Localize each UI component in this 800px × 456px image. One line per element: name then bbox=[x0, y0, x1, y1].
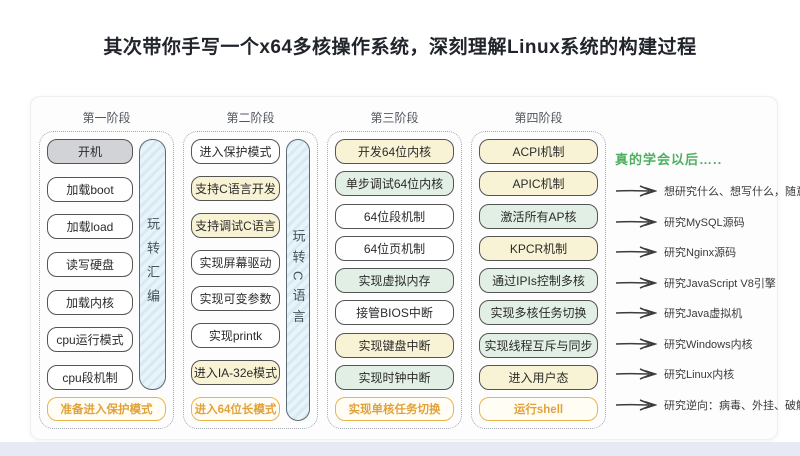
step-box: 开机 bbox=[47, 139, 133, 164]
outcome-item: 研究MySQL源码 bbox=[615, 207, 773, 238]
step-box: 支持C语言开发 bbox=[191, 175, 280, 201]
stage-4-panel: ACPI机制 APIC机制 激活所有AP核 KPCR机制 通过IPIs控制多核 … bbox=[471, 131, 606, 429]
outcome-text: 研究MySQL源码 bbox=[664, 216, 745, 229]
arrow-right-icon bbox=[615, 368, 657, 380]
outcome-item: 研究Linux内核 bbox=[615, 359, 773, 390]
step-box: 64位段机制 bbox=[335, 203, 454, 229]
outcome-item: 想研究什么、想写什么，随意 bbox=[615, 176, 800, 207]
step-box: 进入用户态 bbox=[479, 364, 598, 390]
step-box: 实现可变参数 bbox=[191, 286, 280, 312]
milestone-box: 实现单核任务切换 bbox=[335, 397, 454, 421]
outcome-item: 研究Nginx源码 bbox=[615, 237, 773, 268]
milestone-box: 进入64位长模式 bbox=[191, 396, 280, 421]
stage-1-topic-bar: 玩转汇编 bbox=[139, 139, 166, 390]
step-box: 激活所有AP核 bbox=[479, 203, 598, 229]
milestone-box: 准备进入保护模式 bbox=[47, 397, 166, 421]
outcome-item: 研究Windows内核 bbox=[615, 329, 773, 360]
stage-2-topic-label: 玩转C语言 bbox=[290, 229, 306, 331]
arrow-right-icon bbox=[615, 399, 657, 411]
stage-2-topic-bar: 玩转C语言 bbox=[286, 139, 310, 421]
arrow-right-icon bbox=[615, 307, 657, 319]
step-box: 实现时钟中断 bbox=[335, 364, 454, 390]
arrow-right-icon bbox=[615, 277, 657, 289]
step-box: cpu段机制 bbox=[47, 364, 133, 390]
stage-3-panel: 开发64位内核 单步调试64位内核 64位段机制 64位页机制 实现虚拟内存 接… bbox=[327, 131, 462, 429]
stage-1-topic-label: 玩转汇编 bbox=[145, 216, 160, 313]
step-box: 实现线程互斥与同步 bbox=[479, 332, 598, 358]
outcome-item: 研究Java虚拟机 bbox=[615, 298, 773, 329]
step-box: 实现printk bbox=[191, 323, 280, 349]
arrow-right-icon bbox=[615, 185, 657, 197]
step-box: 实现多核任务切换 bbox=[479, 300, 598, 326]
stage-3-label: 第三阶段 bbox=[370, 111, 419, 125]
outcome-text: 想研究什么、想写什么，随意 bbox=[664, 186, 800, 199]
step-box: 加载boot bbox=[47, 176, 133, 202]
stage-2-label: 第二阶段 bbox=[226, 111, 275, 125]
arrow-right-icon bbox=[615, 216, 657, 228]
roadmap-card: 第一阶段 开机 加载boot 加载load 读写硬盘 加载内核 cpu运行模式 … bbox=[30, 96, 800, 440]
step-box: APIC机制 bbox=[479, 171, 598, 197]
stage-4: 第四阶段 ACPI机制 APIC机制 激活所有AP核 KPCR机制 通过IPIs… bbox=[471, 103, 606, 429]
step-box: 加载内核 bbox=[47, 289, 133, 315]
outcome-text: 研究逆向：病毒、外挂、破解 bbox=[664, 399, 800, 412]
outcome-item: 研究逆向：病毒、外挂、破解 bbox=[615, 390, 800, 421]
step-box: 加载load bbox=[47, 214, 133, 240]
step-box: 64位页机制 bbox=[335, 235, 454, 261]
stage-1: 第一阶段 开机 加载boot 加载load 读写硬盘 加载内核 cpu运行模式 … bbox=[39, 103, 174, 429]
arrow-right-icon bbox=[615, 246, 657, 258]
stage-1-panel: 开机 加载boot 加载load 读写硬盘 加载内核 cpu运行模式 cpu段机… bbox=[39, 131, 174, 429]
step-box: 实现屏幕驱动 bbox=[191, 249, 280, 275]
step-box: 通过IPIs控制多核 bbox=[479, 268, 598, 293]
stage-3: 第三阶段 开发64位内核 单步调试64位内核 64位段机制 64位页机制 实现虚… bbox=[327, 103, 462, 429]
milestone-box: 运行shell bbox=[479, 397, 598, 421]
step-box: 进入保护模式 bbox=[191, 139, 280, 164]
step-box: 实现键盘中断 bbox=[335, 332, 454, 358]
outcome-item: 研究JavaScript V8引擎 bbox=[615, 268, 776, 299]
stage-2: 第二阶段 进入保护模式 支持C语言开发 支持调试C语言 实现屏幕驱动 实现可变参… bbox=[183, 103, 318, 429]
stage-1-label: 第一阶段 bbox=[82, 111, 131, 125]
outcome-text: 研究Nginx源码 bbox=[664, 247, 737, 260]
stage-2-panel: 进入保护模式 支持C语言开发 支持调试C语言 实现屏幕驱动 实现可变参数 实现p… bbox=[183, 131, 318, 429]
arrow-right-icon bbox=[615, 338, 657, 350]
stage-4-label: 第四阶段 bbox=[514, 111, 563, 125]
outcome-text: 研究JavaScript V8引擎 bbox=[664, 277, 776, 290]
step-box: 读写硬盘 bbox=[47, 251, 133, 277]
outcome-text: 研究Java虚拟机 bbox=[664, 308, 743, 321]
page-title: 其次带你手写一个x64多核操作系统，深刻理解Linux系统的构建过程 bbox=[103, 37, 697, 58]
outcomes-header: 真的学会以后….. bbox=[615, 152, 723, 167]
step-box: cpu运行模式 bbox=[47, 327, 133, 353]
step-box: 单步调试64位内核 bbox=[335, 171, 454, 197]
step-box: 进入IA-32e模式 bbox=[191, 360, 280, 386]
step-box: 开发64位内核 bbox=[335, 139, 454, 164]
next-section-edge bbox=[0, 442, 800, 456]
step-box: 接管BIOS中断 bbox=[335, 300, 454, 326]
outcome-text: 研究Windows内核 bbox=[664, 338, 753, 351]
outcome-text: 研究Linux内核 bbox=[664, 369, 735, 382]
outcomes-panel: 真的学会以后….. 想研究什么、想写什么，随意 研究MySQL源码 研究Ngin… bbox=[615, 103, 800, 429]
step-box: 实现虚拟内存 bbox=[335, 268, 454, 293]
step-box: ACPI机制 bbox=[479, 139, 598, 164]
step-box: KPCR机制 bbox=[479, 235, 598, 261]
step-box: 支持调试C语言 bbox=[191, 212, 280, 238]
